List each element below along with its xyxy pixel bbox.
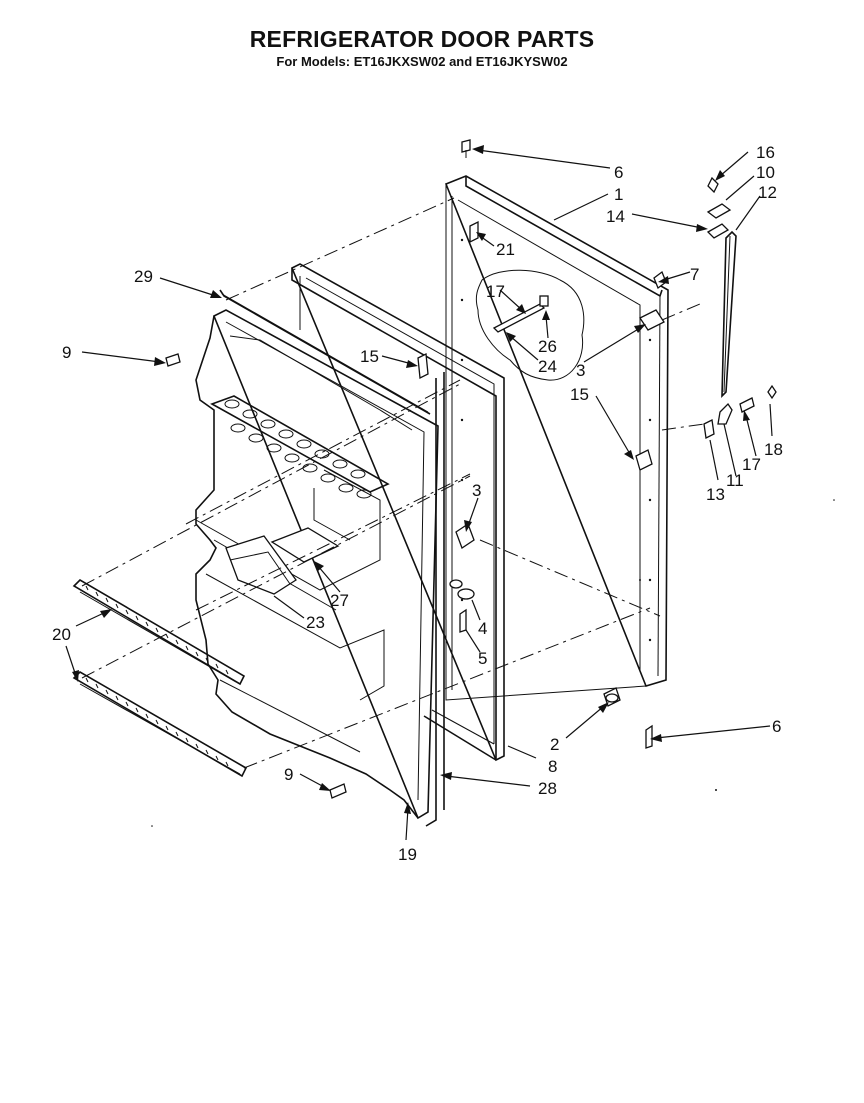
leader-lines: [65, 145, 773, 841]
callout-12: 12: [758, 183, 777, 202]
callout-16: 16: [756, 143, 775, 162]
callout-23: 23: [306, 613, 325, 632]
page-title: REFRIGERATOR DOOR PARTS: [249, 26, 595, 52]
hardware-parts: [165, 139, 653, 799]
callout-14: 14: [606, 207, 625, 226]
callout-15-right: 15: [570, 385, 589, 404]
callout-15-left: 15: [360, 347, 379, 366]
outer-door-panel: [444, 175, 669, 707]
callout-6-top: 6: [614, 163, 623, 182]
callout-27: 27: [330, 591, 349, 610]
callout-2: 2: [550, 735, 559, 754]
callout-29: 29: [134, 267, 153, 286]
callout-21: 21: [496, 240, 515, 259]
callout-19: 19: [398, 845, 417, 864]
callout-17-cutaway: 17: [486, 282, 505, 301]
door-gasket-frame: [290, 263, 505, 827]
callout-5: 5: [478, 649, 487, 668]
gasket-strip: [219, 289, 431, 415]
callout-7: 7: [690, 265, 699, 284]
callout-3-middle: 3: [472, 481, 481, 500]
callout-4: 4: [478, 619, 487, 638]
callout-20: 20: [52, 625, 71, 644]
hinge-assembly: [635, 176, 777, 471]
alignment-lines: [81, 197, 705, 769]
callout-18: 18: [764, 440, 783, 459]
callout-1: 1: [614, 185, 623, 204]
page-subtitle: For Models: ET16JKXSW02 and ET16JKYSW02: [276, 54, 568, 69]
door-liner: [195, 309, 439, 820]
callout-17-right: 17: [742, 455, 761, 474]
callout-11: 11: [726, 471, 744, 490]
scan-specks: [151, 499, 835, 827]
callout-9-bottom: 9: [284, 765, 293, 784]
callout-10: 10: [756, 163, 775, 182]
callout-9-top: 9: [62, 343, 71, 362]
callout-13: 13: [706, 485, 725, 504]
callout-6-bottom: 6: [772, 717, 781, 736]
callout-26: 26: [538, 337, 557, 356]
callout-28: 28: [538, 779, 557, 798]
cutaway-view: [475, 269, 585, 381]
callout-labels: 6 1 14 21 29 9 15 17 26 24 3 15 16 10 12…: [52, 143, 783, 864]
callout-24: 24: [538, 357, 557, 376]
door-shelf-bars: [72, 578, 248, 778]
callout-8: 8: [548, 757, 557, 776]
callout-3-right: 3: [576, 361, 585, 380]
